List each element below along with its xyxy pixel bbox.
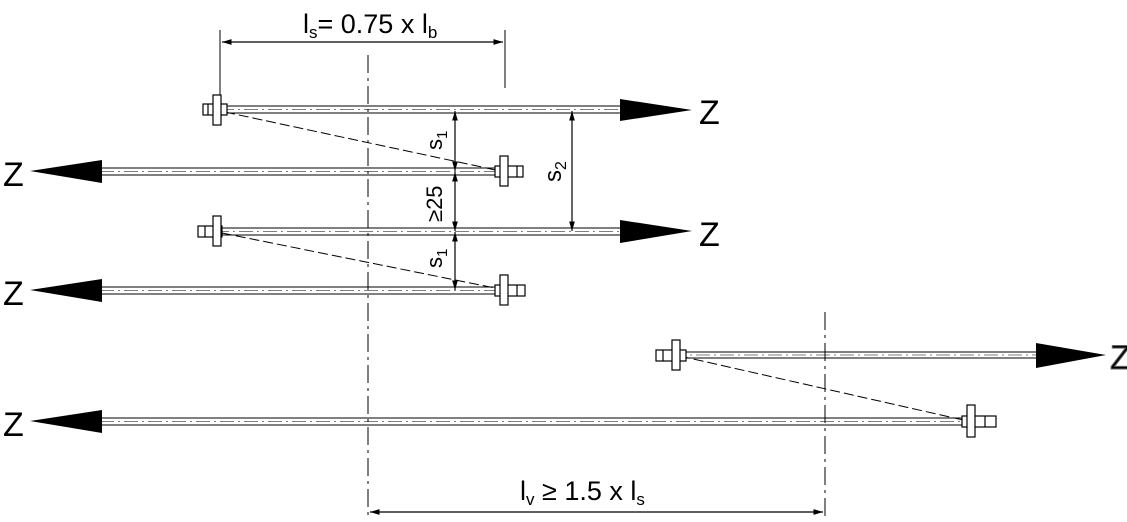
bottom-dim-mid: ≥ 1.5 x l — [535, 476, 637, 506]
bottom-dim-l: l — [520, 476, 526, 506]
force-label-z-2: Z — [3, 156, 24, 194]
top-dim-l: l — [303, 9, 309, 39]
force-arrow-left-6 — [30, 410, 102, 433]
bar-6 — [100, 417, 975, 426]
s1-label-top: s1 — [422, 131, 451, 150]
bar-4 — [100, 286, 508, 295]
s1-index-top: 1 — [434, 131, 451, 139]
vertical-dimensions — [452, 111, 575, 290]
s2-index: 2 — [553, 161, 570, 170]
force-arrow-right-5 — [1036, 343, 1106, 368]
force-arrow-left-2 — [30, 160, 102, 183]
anchor-5 — [655, 339, 687, 371]
top-dim-label: ls= 0.75 x lb — [303, 9, 437, 42]
force-label-z-4: Z — [3, 275, 24, 313]
force-label-z-5: Z — [1110, 339, 1127, 377]
bar-5 — [672, 351, 1040, 359]
top-dim-sub-b: b — [428, 23, 437, 42]
bar-3 — [215, 227, 622, 236]
gap-label: ≥25 — [422, 185, 447, 222]
bottom-dim-label: lv ≥ 1.5 x ls — [520, 476, 645, 509]
diagonal-connections — [221, 111, 973, 423]
s1-letter-top: s — [422, 139, 447, 150]
s2-letter: s — [540, 170, 567, 182]
s1-index-bottom: 1 — [434, 249, 451, 257]
diagonal-1 — [224, 111, 506, 173]
force-label-z-3: Z — [699, 216, 720, 254]
force-labels: Z Z Z Z Z Z — [3, 94, 1127, 444]
anchor-3 — [197, 215, 223, 247]
anchor-1 — [202, 94, 228, 126]
anchor-2 — [494, 155, 524, 187]
top-dim-mid: = 0.75 x l — [318, 9, 428, 39]
diagonal-3 — [679, 355, 973, 423]
force-arrows — [30, 99, 1106, 433]
force-label-z-6: Z — [3, 406, 24, 444]
force-arrow-right-1 — [620, 99, 692, 121]
force-label-z-1: Z — [699, 94, 720, 132]
s2-label: s2 — [540, 161, 570, 182]
force-arrow-left-4 — [30, 279, 102, 302]
s1-letter-bottom: s — [422, 257, 447, 268]
bar-1 — [220, 105, 622, 114]
anchor-6 — [961, 404, 997, 438]
anchor-4 — [494, 274, 526, 306]
top-dimension: ls= 0.75 x lb — [219, 9, 506, 100]
bottom-dimension: lv ≥ 1.5 x ls — [370, 476, 823, 515]
bar-2 — [100, 167, 508, 176]
bottom-dim-sub-s: s — [636, 490, 645, 509]
top-dim-sub-s: s — [309, 23, 318, 42]
diagonal-2 — [221, 232, 506, 291]
s1-label-bottom: s1 — [422, 249, 451, 268]
bottom-dim-sub-v: v — [526, 490, 535, 509]
force-arrow-right-3 — [620, 220, 692, 243]
